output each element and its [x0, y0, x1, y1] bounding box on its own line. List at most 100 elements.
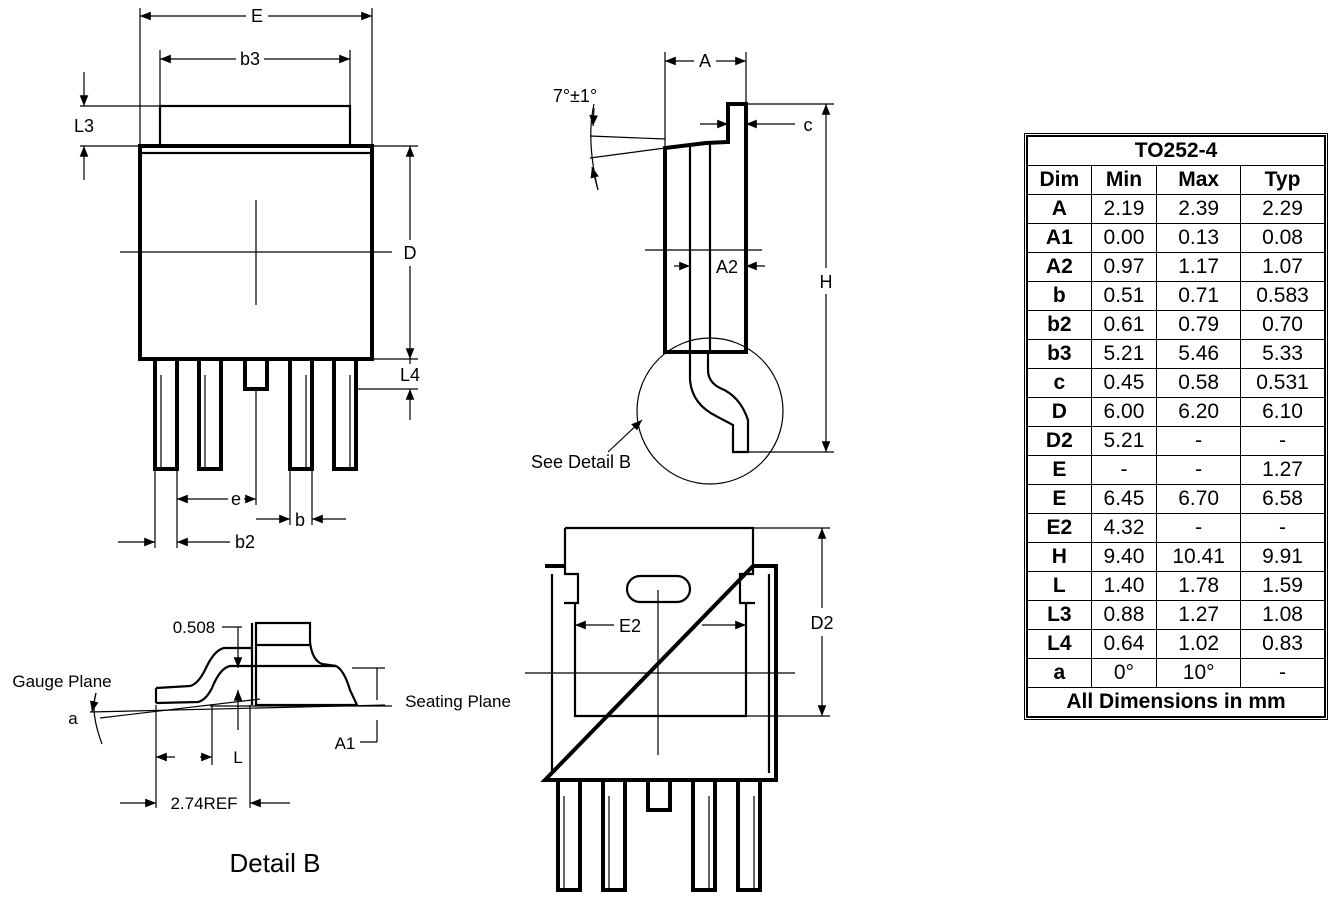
- detail-b-view: 0.508 Gauge Plane a Seating Plane A1 L 2…: [12, 618, 511, 878]
- dim-cell: A: [1027, 194, 1092, 224]
- label-e: e: [231, 489, 241, 509]
- label-gauge-value: 0.508: [173, 618, 216, 637]
- value-cell: 2.19: [1090, 194, 1158, 224]
- dim-cell: H: [1027, 542, 1092, 572]
- value-cell: 0.08: [1240, 223, 1325, 253]
- value-cell: 1.07: [1240, 252, 1325, 282]
- value-cell: 0.64: [1090, 629, 1158, 659]
- detail-b-title: Detail B: [229, 848, 320, 878]
- value-cell: 0.70: [1240, 310, 1325, 340]
- table-header-cell: Max: [1156, 165, 1242, 195]
- value-cell: 0.83: [1240, 629, 1325, 659]
- label-seating-plane: Seating Plane: [405, 692, 511, 711]
- label-L: L: [233, 748, 242, 767]
- value-cell: 6.00: [1090, 397, 1158, 427]
- label-b: b: [295, 510, 305, 530]
- top-view-leads: [153, 357, 358, 471]
- label-E: E: [251, 6, 263, 26]
- value-cell: -: [1156, 455, 1242, 485]
- detail-b-circle: [636, 337, 784, 485]
- label-c: c: [804, 115, 813, 135]
- table-footer: All Dimensions in mm: [1027, 687, 1325, 717]
- dim-cell: L4: [1027, 629, 1092, 659]
- value-cell: 6.70: [1156, 484, 1242, 514]
- value-cell: 0.45: [1090, 368, 1158, 398]
- label-b2: b2: [235, 532, 255, 552]
- value-cell: 0.51: [1090, 281, 1158, 311]
- bottom-view-body: [540, 564, 778, 782]
- value-cell: 6.58: [1240, 484, 1325, 514]
- side-view-lead: [688, 352, 750, 454]
- value-cell: 1.27: [1156, 600, 1242, 630]
- value-cell: 1.40: [1090, 571, 1158, 601]
- value-cell: 0.00: [1090, 223, 1158, 253]
- value-cell: -: [1240, 658, 1325, 688]
- label-D: D: [404, 243, 417, 263]
- value-cell: 0.88: [1090, 600, 1158, 630]
- label-A1: A1: [335, 734, 356, 753]
- value-cell: 4.32: [1090, 513, 1158, 543]
- top-view-tab: [158, 104, 352, 148]
- value-cell: 1.17: [1156, 252, 1242, 282]
- value-cell: 5.21: [1090, 339, 1158, 369]
- label-angle: 7°±1°: [553, 86, 597, 106]
- value-cell: 0°: [1090, 658, 1158, 688]
- label-L3: L3: [74, 116, 94, 136]
- table-header-cell: Typ: [1240, 165, 1325, 195]
- label-D2: D2: [810, 613, 833, 633]
- value-cell: 6.10: [1240, 397, 1325, 427]
- label-A: A: [699, 51, 711, 71]
- label-ref: 2.74REF: [170, 794, 237, 813]
- bottom-view: E2 D2: [525, 526, 834, 892]
- label-gauge-plane: Gauge Plane: [12, 672, 111, 691]
- value-cell: 10.41: [1156, 542, 1242, 572]
- value-cell: 5.21: [1090, 426, 1158, 456]
- value-cell: 9.91: [1240, 542, 1325, 572]
- value-cell: 0.531: [1240, 368, 1325, 398]
- dim-cell: L3: [1027, 600, 1092, 630]
- dim-cell: b3: [1027, 339, 1092, 369]
- dim-cell: b2: [1027, 310, 1092, 340]
- dim-cell: b: [1027, 281, 1092, 311]
- table-row: E--1.27: [1027, 455, 1325, 485]
- value-cell: 5.46: [1156, 339, 1242, 369]
- value-cell: 1.02: [1156, 629, 1242, 659]
- value-cell: 1.59: [1240, 571, 1325, 601]
- side-view-body: [663, 102, 748, 354]
- dim-cell: E: [1027, 455, 1092, 485]
- value-cell: 2.29: [1240, 194, 1325, 224]
- value-cell: 0.61: [1090, 310, 1158, 340]
- label-see-detail: See Detail B: [531, 452, 631, 472]
- value-cell: -: [1240, 426, 1325, 456]
- table-title: TO252-4: [1027, 136, 1325, 166]
- top-view: E b3 L3 D L4 e b: [74, 6, 420, 552]
- bottom-view-leads: [556, 778, 762, 892]
- value-cell: 6.20: [1156, 397, 1242, 427]
- exposed-pad: [573, 603, 748, 718]
- value-cell: 0.13: [1156, 223, 1242, 253]
- value-cell: 1.78: [1156, 571, 1242, 601]
- value-cell: 0.97: [1090, 252, 1158, 282]
- dim-cell: D: [1027, 397, 1092, 427]
- label-H: H: [820, 272, 833, 292]
- label-A2: A2: [716, 257, 738, 277]
- dim-cell: L: [1027, 571, 1092, 601]
